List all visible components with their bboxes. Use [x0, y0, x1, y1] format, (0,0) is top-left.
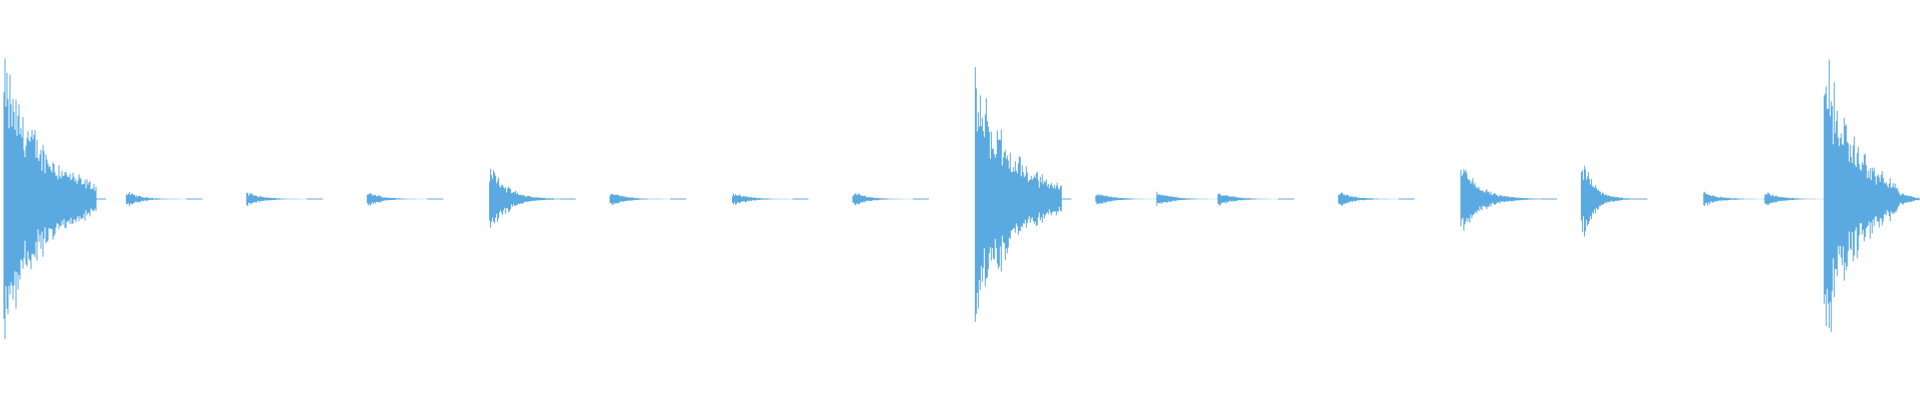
- waveform-event-2: [125, 191, 203, 207]
- waveform-event-8: [852, 193, 929, 206]
- waveform-event-1: [3, 58, 106, 340]
- waveform-event-path: [1460, 169, 1557, 231]
- waveform-event-path: [366, 193, 444, 206]
- waveform-event-path: [732, 193, 809, 205]
- waveform-events: [3, 58, 1920, 340]
- waveform-event-path: [1338, 192, 1415, 206]
- waveform-event-6: [609, 193, 687, 205]
- waveform-event-path: [1703, 191, 1780, 206]
- waveform-event-5: [489, 168, 576, 228]
- waveform-event-path: [1095, 194, 1172, 205]
- waveform-event-13: [1338, 192, 1415, 206]
- waveform-event-9: [974, 67, 1072, 322]
- waveform-event-path: [852, 193, 929, 206]
- waveform-event-path: [1156, 191, 1233, 206]
- waveform-event-path: [246, 192, 323, 207]
- waveform-event-path: [3, 58, 106, 340]
- waveform-event-path: [1823, 59, 1920, 332]
- waveform-event-7: [732, 193, 809, 205]
- waveform-event-12: [1217, 193, 1295, 206]
- waveform-event-path: [125, 191, 203, 207]
- waveform-event-3: [246, 192, 323, 207]
- waveform-event-path: [1580, 165, 1648, 237]
- waveform-event-path: [1217, 193, 1295, 206]
- waveform-event-18: [1823, 59, 1920, 332]
- waveform-event-11: [1156, 191, 1233, 206]
- waveform-event-10: [1095, 194, 1172, 205]
- waveform-event-path: [1764, 192, 1841, 206]
- waveform-event-16: [1703, 191, 1780, 206]
- waveform-event-17: [1764, 192, 1841, 206]
- waveform-event-path: [489, 168, 576, 228]
- waveform-event-path: [609, 193, 687, 205]
- waveform-event-path: [974, 67, 1072, 322]
- waveform-event-4: [366, 193, 444, 206]
- waveform-event-14: [1460, 169, 1557, 231]
- waveform-event-15: [1580, 165, 1648, 237]
